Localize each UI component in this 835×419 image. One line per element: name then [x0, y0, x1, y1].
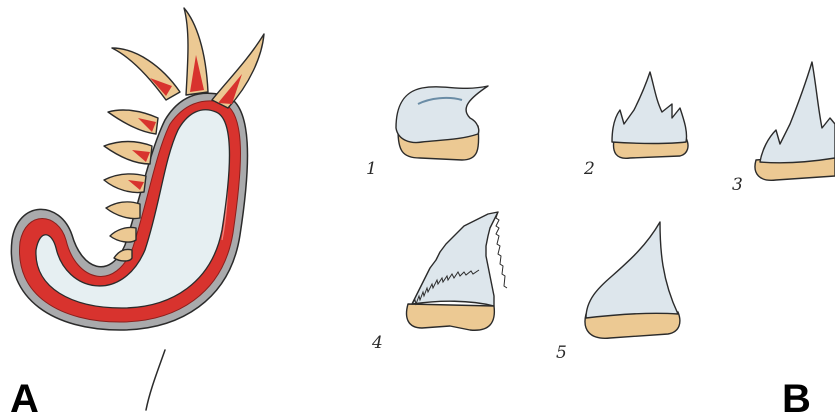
tooth-4-crown: [412, 212, 498, 306]
panel-b-label: B: [782, 377, 811, 419]
tooth-3-label: 3: [732, 175, 743, 195]
tooth-5-crown: [586, 222, 678, 318]
tooth-4-label: 4: [371, 333, 383, 353]
tooth-2-illustration: [612, 72, 688, 158]
tooth-2-crown: [612, 72, 687, 144]
jaw-cross-section: [11, 8, 264, 410]
jaw-tooth: [212, 34, 264, 108]
tooth-4-illustration: [407, 212, 507, 330]
tooth-1-crown: [396, 86, 488, 142]
panel-a-label: A: [10, 377, 39, 419]
tooth-5-label: 5: [556, 343, 567, 363]
tooth-4-serration-back: [496, 212, 507, 288]
tooth-4-root: [407, 304, 495, 330]
tooth-2-label: 2: [583, 159, 595, 179]
jaw-tooth: [106, 202, 140, 219]
tooth-1-illustration: [396, 86, 488, 160]
tooth-3-illustration: [755, 62, 835, 180]
jaw-tooth: [110, 227, 136, 242]
jaw-tooth: [112, 48, 180, 100]
tooth-3-crown: [760, 62, 835, 163]
jaw-tail-line: [146, 350, 165, 410]
tooth-types-panel: 1 2 3 4 5: [366, 62, 835, 363]
tooth-1-label: 1: [366, 159, 377, 179]
tooth-5-illustration: [585, 222, 680, 338]
jaw-tooth: [114, 249, 132, 261]
